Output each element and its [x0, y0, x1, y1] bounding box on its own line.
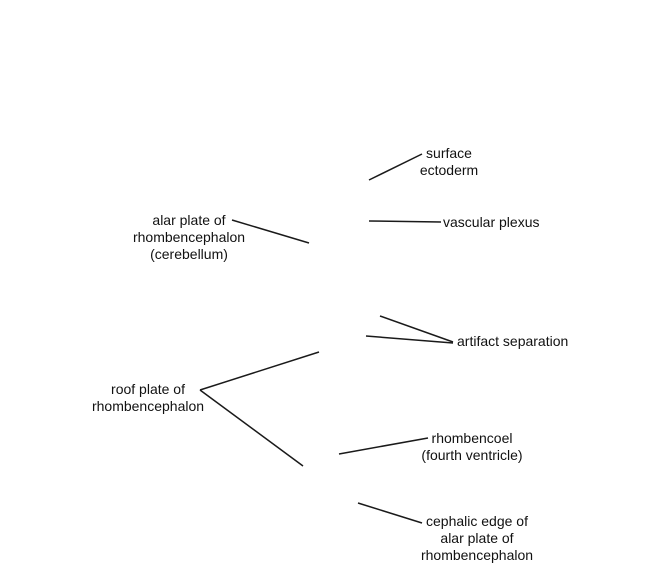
leader-roof-plate-lower: [199, 389, 304, 467]
leader-vascular-plexus: [368, 220, 442, 223]
leader-rhombencoel: [338, 437, 429, 455]
leader-artifact-lower: [365, 335, 454, 344]
label-vascular-plexus: vascular plexus: [443, 214, 540, 230]
label-surface-ectoderm: surface ectoderm: [419, 145, 479, 178]
label-roof-plate: roof plate of rhombencephalon: [91, 381, 205, 414]
leader-surface-ectoderm: [368, 153, 423, 181]
label-rhombencoel: rhombencoel (fourth ventricle): [421, 430, 523, 463]
label-alar-plate: alar plate of rhombencephalon (cerebellu…: [132, 212, 246, 262]
leader-cephalic-edge: [357, 502, 423, 524]
leader-roof-plate-upper: [199, 351, 320, 391]
label-artifact-separation: artifact separation: [457, 333, 569, 349]
label-cephalic-edge: cephalic edge of alar plate of rhombence…: [420, 513, 534, 563]
leader-alar-plate: [231, 219, 310, 244]
leader-artifact-upper: [379, 315, 454, 343]
